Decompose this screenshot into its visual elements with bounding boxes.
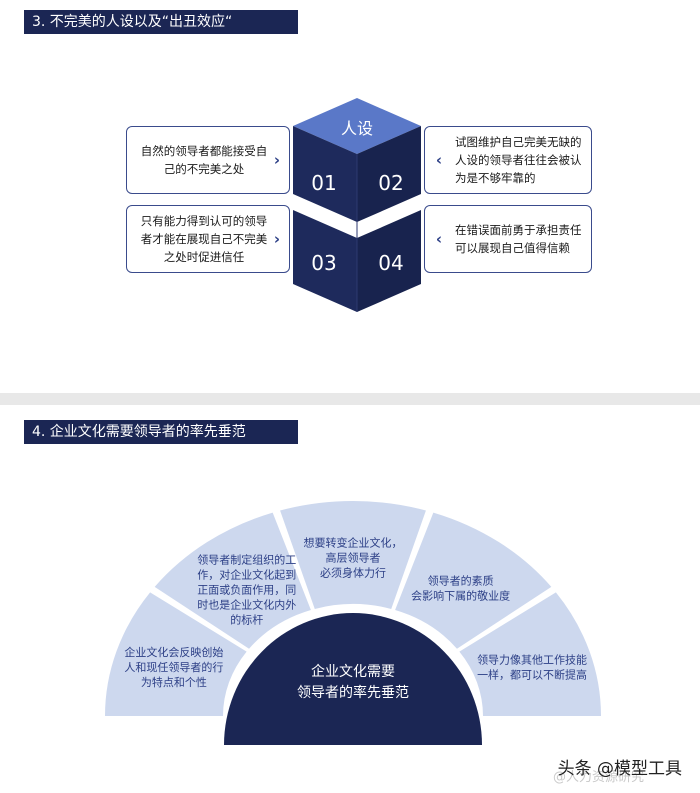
fan-segment-4	[395, 512, 552, 649]
fan-segment-3	[280, 501, 426, 609]
quadrant-03-number: 03	[311, 251, 336, 275]
callout-02: ‹ 试图维护自己完美无缺的 人设的领导者往往会被认 为是不够牢靠的	[424, 126, 592, 194]
section4-title: 4. 企业文化需要领导者的率先垂范	[24, 420, 298, 444]
callout-04-text: 在错误面前勇于承担责任 可以展现自己值得信赖	[455, 223, 582, 255]
fan-segment-2-text: 领导者制定组织的工	[197, 553, 296, 567]
chevron-left-icon: ‹	[435, 230, 443, 248]
section3-title: 3. 不完美的人设以及“出丑效应“	[24, 10, 298, 34]
fan-segment-3-text: 必须身体力行	[320, 566, 386, 580]
callout-03: 只有能力得到认可的领导 者才能在展现自己不完美 之处时促进信任 ›	[126, 205, 290, 273]
fan-segment-4-text: 领导者的素质	[428, 573, 494, 587]
fan-center-line2: 领导者的率先垂范	[297, 684, 409, 701]
callout-02-text: 试图维护自己完美无缺的 人设的领导者往往会被认 为是不够牢靠的	[455, 135, 582, 185]
fan-segment-2-text: 正面或负面作用，同	[197, 583, 296, 597]
fan-segment-2	[154, 512, 311, 649]
fan-segment-3-text: 高层领导者	[326, 551, 381, 565]
chevron-right-icon: ›	[273, 151, 281, 169]
chevron-left-icon: ‹	[435, 151, 443, 169]
fan-center-line1: 企业文化需要	[311, 663, 395, 680]
persona-cube: 人设 01 02 03 04	[291, 98, 423, 312]
fan-segment-2-text: 作，对企业文化起到	[197, 568, 296, 582]
fan-segment-5	[459, 592, 601, 716]
fan-segment-2-text: 时也是企业文化内外	[197, 598, 296, 612]
section-divider	[0, 393, 700, 405]
chevron-right-icon: ›	[273, 230, 281, 248]
fan-segment-5-text: 领导力像其他工作技能	[477, 653, 587, 667]
callout-01-text: 自然的领导者都能接受自 己的不完美之处	[140, 144, 268, 176]
quadrant-04-number: 04	[378, 251, 403, 275]
watermark: 头条 @模型工具	[557, 759, 682, 779]
callout-04: ‹ 在错误面前勇于承担责任 可以展现自己值得信赖	[424, 205, 592, 273]
cube-quadrant-04	[357, 210, 421, 312]
fan-segment-4-text: 会影响下属的敬业度	[411, 588, 510, 602]
fan-segment-1-text: 企业文化会反映创始	[124, 645, 223, 659]
quadrant-01-number: 01	[311, 171, 336, 195]
fan-center-semicircle	[224, 613, 482, 745]
callout-01: 自然的领导者都能接受自 己的不完美之处 ›	[126, 126, 290, 194]
quadrant-02-number: 02	[378, 171, 403, 195]
fan-segment-1-text: 为特点和个性	[141, 675, 207, 689]
cube-quadrant-01	[293, 126, 357, 222]
watermark-faint: @人力资源研究	[552, 770, 644, 785]
fan-segment-1-text: 人和现任领导者的行	[124, 660, 223, 674]
cube-label: 人设	[341, 119, 373, 138]
fan-segment-3-text: 想要转变企业文化，	[304, 536, 403, 550]
cube-quadrant-03	[293, 210, 357, 312]
fan-segment-1	[105, 592, 247, 716]
fan-segment-2-text: 的标杆	[230, 613, 263, 627]
cube-quadrant-02	[357, 126, 421, 222]
fan-segment-5-text: 一样，都可以不断提高	[477, 668, 587, 682]
callout-03-text: 只有能力得到认可的领导 者才能在展现自己不完美 之处时促进信任	[140, 214, 268, 264]
